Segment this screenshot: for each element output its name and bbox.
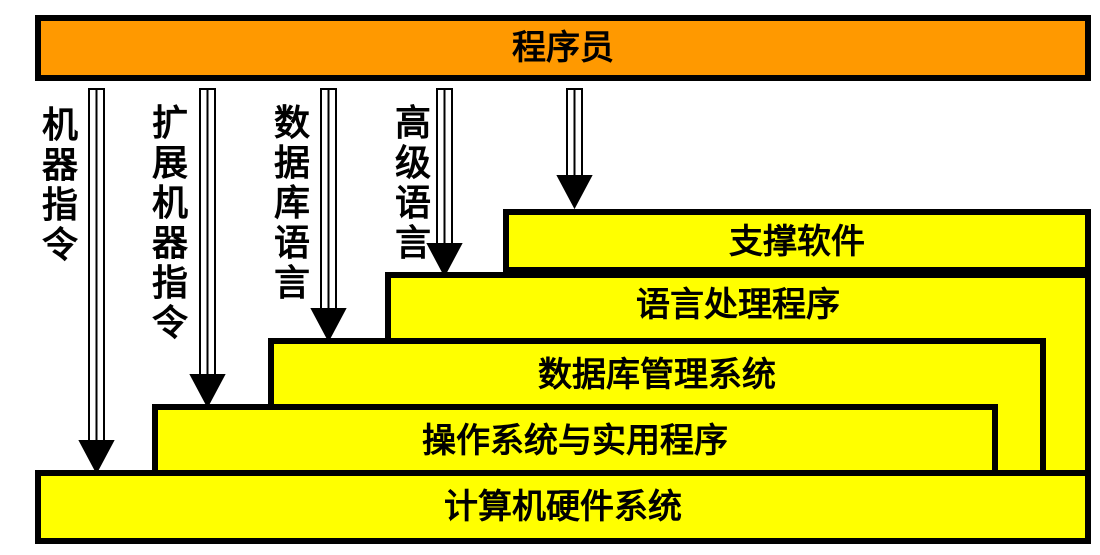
- label-char: 器: [151, 223, 188, 264]
- label-char: 令: [41, 225, 78, 266]
- arrow-support-software: [556, 88, 593, 210]
- label-char: 机: [151, 183, 188, 224]
- arrow-machine-instructions: [78, 88, 115, 475]
- programmer-bar: 程序员: [35, 15, 1091, 81]
- label-char: 库: [273, 183, 310, 224]
- layer-hardware: 计算机硬件系统: [35, 470, 1091, 544]
- label-char: 级: [394, 143, 431, 184]
- layer-os-utilities: 操作系统与实用程序: [152, 404, 998, 480]
- label-char: 高: [394, 103, 431, 144]
- label-high-level-language: 高级语言: [393, 104, 433, 264]
- label-char: 器: [41, 145, 78, 186]
- label-machine-instructions: 机器指令: [40, 106, 80, 266]
- label-char: 语: [273, 223, 310, 264]
- layer-support-software: 支撑软件: [503, 209, 1091, 273]
- arrow-database-language: [310, 88, 347, 343]
- layer-language-processor-label: 语言处理程序: [636, 285, 840, 325]
- label-char: 言: [394, 223, 431, 264]
- arrow-high-level-language: [426, 88, 463, 278]
- label-char: 指: [41, 185, 78, 226]
- label-char: 展: [151, 143, 188, 184]
- label-char: 机: [41, 105, 78, 146]
- layer-os-utilities-label: 操作系统与实用程序: [422, 421, 728, 461]
- label-char: 指: [151, 263, 188, 304]
- layer-support-software-label: 支撑软件: [729, 222, 865, 262]
- layer-dbms-label: 数据库管理系统: [538, 355, 776, 395]
- label-extended-machine-instructions: 扩展机器指令: [150, 104, 190, 344]
- arrow-extended-machine-instructions: [189, 88, 226, 409]
- label-char: 令: [151, 303, 188, 344]
- label-char: 言: [273, 263, 310, 304]
- label-char: 语: [394, 183, 431, 224]
- label-char: 据: [273, 143, 310, 184]
- programmer-label: 程序员: [512, 28, 614, 68]
- label-char: 数: [273, 103, 310, 144]
- label-char: 扩: [151, 103, 188, 144]
- label-database-language: 数据库语言: [272, 104, 312, 304]
- layer-hardware-label: 计算机硬件系统: [444, 487, 682, 527]
